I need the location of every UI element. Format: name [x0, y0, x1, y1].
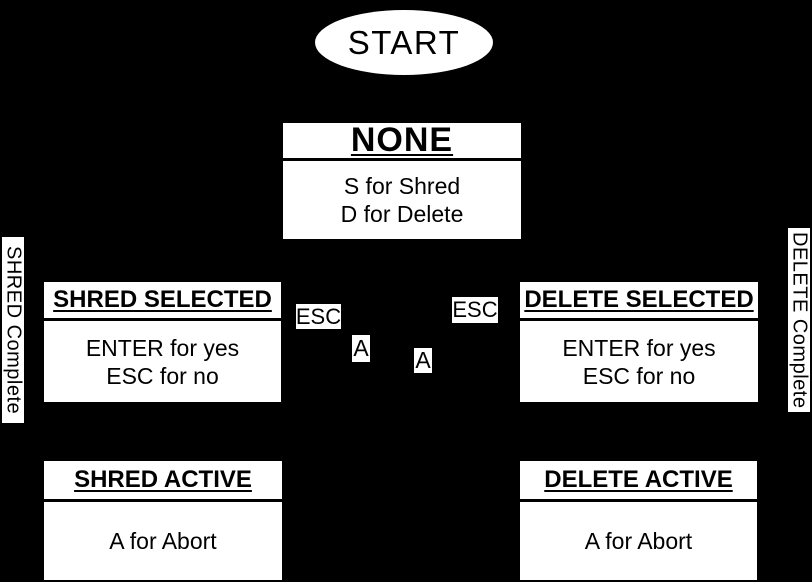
- state-body-line: ENTER for yes: [562, 334, 716, 361]
- edge-label-esc-right: ESC: [452, 297, 498, 323]
- state-none: NONE S for Shred D for Delete: [283, 121, 521, 239]
- state-delete-active-body: A for Abort: [520, 502, 757, 580]
- edge-label-abort-left: A: [352, 335, 370, 362]
- state-delete-active: DELETE ACTIVE A for Abort: [520, 461, 757, 580]
- state-body-line: S for Shred: [343, 173, 461, 199]
- state-body-line: A for Abort: [109, 528, 217, 554]
- state-delete-selected-body: ENTER for yes ESC for no: [520, 321, 758, 402]
- state-delete-selected: DELETE SELECTED ENTER for yes ESC for no: [520, 282, 758, 402]
- state-body-line: ESC for no: [106, 362, 219, 389]
- start-node: START: [315, 10, 493, 75]
- edge-label-abort-right: A: [414, 347, 432, 373]
- state-body-line: ENTER for yes: [85, 334, 240, 361]
- edge-label-delete-complete-text: DELETE Complete: [788, 231, 811, 409]
- state-body-line: A for Abort: [584, 528, 693, 554]
- state-shred-active-title: SHRED ACTIVE: [74, 466, 252, 493]
- start-node-label: START: [347, 23, 461, 61]
- state-shred-selected-title: SHRED SELECTED: [53, 286, 272, 313]
- state-shred-selected: SHRED SELECTED ENTER for yes ESC for no: [44, 282, 281, 402]
- state-delete-selected-title-row: DELETE SELECTED: [520, 282, 758, 321]
- edge-label-esc-left: ESC: [295, 303, 342, 329]
- state-none-title-row: NONE: [283, 121, 521, 161]
- edge-label-shred-complete-text: SHRED Complete: [2, 245, 25, 415]
- edge-label-delete-complete: DELETE Complete: [788, 228, 811, 412]
- state-none-title: NONE: [350, 121, 454, 159]
- state-delete-selected-title: DELETE SELECTED: [524, 286, 754, 313]
- state-shred-active-title-row: SHRED ACTIVE: [44, 461, 282, 502]
- edge-label-shred-complete: SHRED Complete: [2, 237, 25, 423]
- state-shred-active: SHRED ACTIVE A for Abort: [44, 461, 282, 580]
- state-shred-selected-title-row: SHRED SELECTED: [44, 282, 281, 321]
- state-delete-active-title: DELETE ACTIVE: [544, 466, 733, 493]
- state-shred-selected-body: ENTER for yes ESC for no: [44, 321, 281, 402]
- state-shred-active-body: A for Abort: [44, 502, 282, 580]
- state-delete-active-title-row: DELETE ACTIVE: [520, 461, 757, 502]
- state-body-line: D for Delete: [340, 201, 464, 227]
- state-none-body: S for Shred D for Delete: [283, 161, 521, 239]
- state-body-line: ESC for no: [582, 362, 696, 389]
